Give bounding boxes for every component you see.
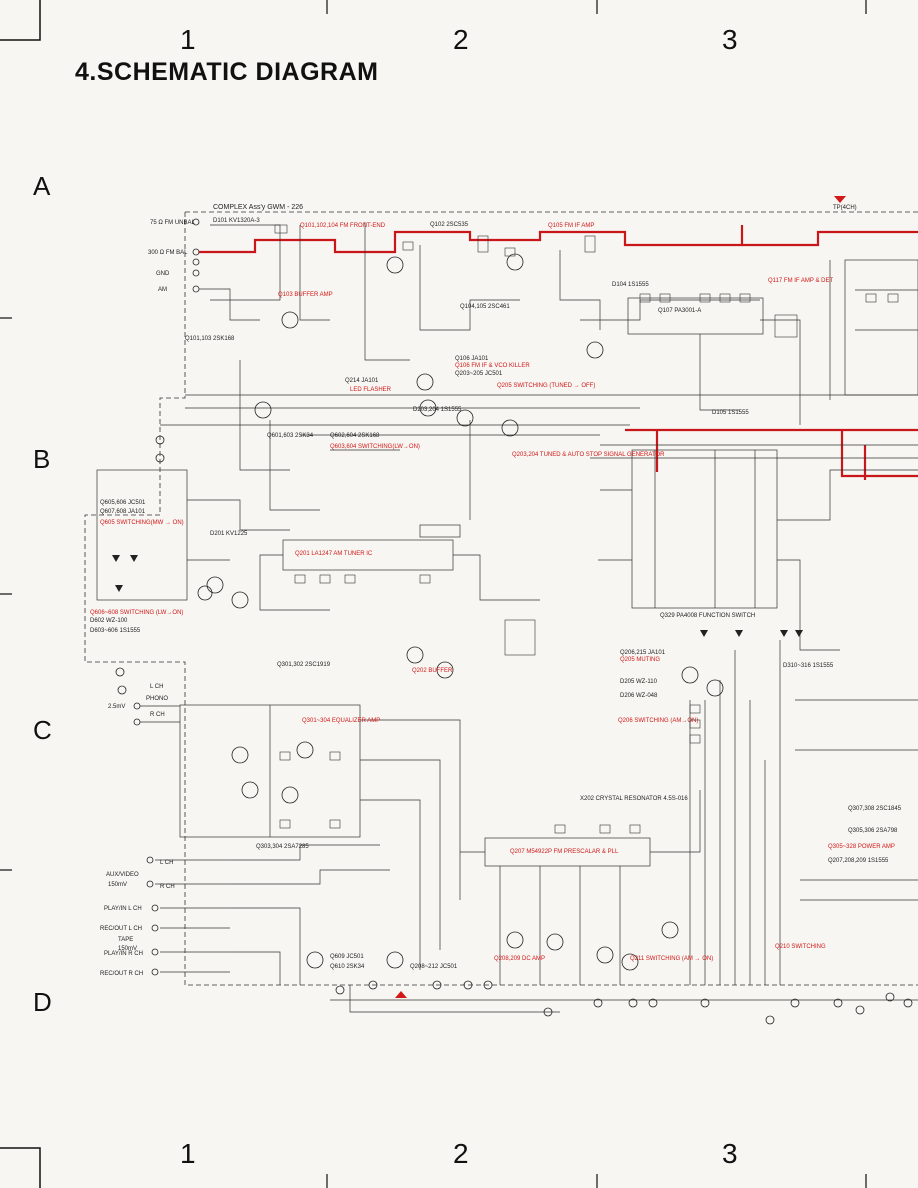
label-q305-306: Q305,306 2SA798 [848, 828, 898, 834]
label-q104-105: Q104,105 2SC461 [460, 304, 510, 310]
board-name: COMPLEX Ass'y GWM - 226 [213, 204, 303, 211]
label-q101-103: Q101,103 2SK168 [185, 336, 235, 342]
red-label-lw-switching: Q603,604 SWITCHING(LW→ON) [330, 444, 420, 450]
label-d603-606: D603~606 1S1555 [90, 628, 141, 634]
red-label-led-flasher: LED FLASHER [350, 387, 392, 393]
red-label-muting: Q205 MUTING [620, 657, 660, 663]
label-q102: Q102 2SC535 [430, 222, 469, 228]
fm-signal-path [199, 225, 918, 480]
row-label-b: B [33, 444, 51, 474]
label-d205: D205 WZ-110 [620, 679, 658, 685]
tape-level-label: 150mV [118, 946, 137, 952]
red-label-am-tuner-ic: Q201 LA1247 AM TUNER IC [295, 551, 373, 557]
label-q329: Q329 PA4008 FUNCTION SWITCH [660, 613, 755, 619]
label-q206-215: Q206,215 JA101 [620, 650, 666, 656]
column-label-1-bottom: 1 [180, 1138, 196, 1169]
red-label-pll: Q207 M54922P FM PRESCALAR & PLL [510, 849, 619, 855]
row-label-d: D [33, 987, 52, 1017]
play-in-l-label: PLAY/IN L CH [104, 906, 142, 912]
label-q203-205: Q203~205 JC501 [455, 371, 503, 377]
column-label-2-bottom: 2 [453, 1138, 469, 1169]
red-label-lw-606-608: Q606~608 SWITCHING (LW→ON) [90, 610, 183, 616]
label-d101: D101 KV1320A-3 [213, 218, 260, 224]
aux-r-ch-label: R CH [160, 884, 175, 890]
red-label-vco-killer: Q106 FM IF & VCO KILLER [455, 363, 530, 369]
red-label-auto-stop: Q203,204 TUNED & AUTO STOP SIGNAL GENERA… [512, 452, 665, 458]
play-in-r-label: PLAY/IN R CH [104, 951, 143, 957]
wiring [96, 222, 918, 1013]
board-outline [84, 211, 918, 986]
small-components [274, 224, 899, 834]
label-q307-308: Q307,308 2SC1845 [848, 806, 902, 812]
diode-symbols [112, 555, 803, 637]
label-q208-212: Q208~212 JC501 [410, 964, 458, 970]
antenna-terminals [192, 218, 200, 293]
input-jacks [115, 435, 913, 1025]
row-label-c: C [33, 715, 52, 745]
phono-label: PHONO [146, 696, 168, 702]
phono-level-label: 2.5mV [108, 704, 125, 710]
label-q207-209: Q207,208,209 1S1555 [828, 858, 889, 864]
red-label-buffer-amp: Q103 BUFFER AMP [278, 292, 333, 298]
bottom-marker-icon [395, 991, 407, 998]
red-label-buffer: Q202 BUFFER [412, 668, 453, 674]
red-label-am-switching-211: Q211 SWITCHING (AM → ON) [630, 956, 713, 962]
label-d206: D206 WZ-048 [620, 693, 658, 699]
red-label-function-control: Q210 SWITCHING [775, 944, 826, 950]
column-label-3-top: 3 [722, 24, 738, 55]
rec-out-r-label: REC/OUT R CH [100, 971, 143, 977]
label-d203-204: D203,204 1S1555 [413, 407, 462, 413]
label-q107: Q107 PA3001-A [658, 308, 701, 314]
red-label-fm-if-det: Q117 FM IF AMP & DET [768, 278, 833, 284]
tp-label: TP(4CH) [833, 205, 857, 211]
label-q610: Q610 2SK34 [330, 964, 365, 970]
tape-label: TAPE [118, 937, 133, 943]
label-d104: D104 1S1555 [612, 282, 649, 288]
fm-unbal-label: 75 Ω FM UNBAL [150, 220, 195, 226]
label-q303-304: Q303,304 2SA7285 [256, 844, 309, 850]
label-q609: Q609 JC501 [330, 954, 364, 960]
aux-level-label: 150mV [108, 882, 127, 888]
am-label: AM [158, 287, 167, 293]
label-q214: Q214 JA101 [345, 378, 379, 384]
red-label-mw-switching: Q605 SWITCHING(MW → ON) [100, 520, 184, 526]
red-label-equalizer-amp: Q301~304 EQUALIZER AMP [302, 718, 380, 724]
fm-bal-label: 300 Ω FM BAL [148, 250, 188, 256]
red-label-power-amp: Q305~328 POWER AMP [828, 844, 895, 850]
phono-r-ch-label: R CH [150, 712, 165, 718]
red-label-am-switching: Q206 SWITCHING (AM→ON) [618, 718, 698, 724]
label-q605-606: Q605,606 JC501 [100, 500, 146, 506]
column-label-2-top: 2 [453, 24, 469, 55]
rec-out-l-label: REC/OUT L CH [100, 926, 142, 932]
label-q301-302: Q301,302 2SC1919 [277, 662, 331, 668]
label-d105: D105 1S1555 [712, 410, 749, 416]
column-label-3-bottom: 3 [722, 1138, 738, 1169]
label-x202: X202 CRYSTAL RESONATOR 4.5S-016 [580, 796, 688, 802]
column-label-1-top: 1 [180, 24, 196, 55]
label-d201: D201 KV1225 [210, 531, 248, 537]
transistor-symbols [197, 253, 724, 971]
red-label-dc-amp: Q208,209 DC AMP [494, 956, 545, 962]
red-label-fm-if-amp: Q105 FM IF AMP [548, 223, 594, 229]
label-q602-604: Q602,604 2SK168 [330, 433, 380, 439]
page-title: 4.SCHEMATIC DIAGRAM [75, 58, 379, 86]
label-d310-316: D310~316 1S1555 [783, 663, 834, 669]
label-q106: Q106 JA101 [455, 356, 489, 362]
red-label-tuned-off: Q205 SWITCHING (TUNED → OFF) [497, 383, 595, 389]
phono-l-ch-label: L CH [150, 684, 163, 690]
label-q601-603: Q601,603 2SK34 [267, 433, 314, 439]
row-label-a: A [33, 171, 51, 201]
red-label-fm-front-end: Q101,102,104 FM FRONT-END [300, 223, 386, 229]
gnd-label: GND [156, 271, 170, 277]
aux-video-label: AUX/VIDEO [106, 872, 139, 878]
tp-marker-icon [834, 196, 846, 203]
label-q607-608: Q607,608 JA101 [100, 509, 146, 515]
label-d602: D602 WZ-100 [90, 618, 128, 624]
aux-l-ch-label: L CH [160, 860, 173, 866]
